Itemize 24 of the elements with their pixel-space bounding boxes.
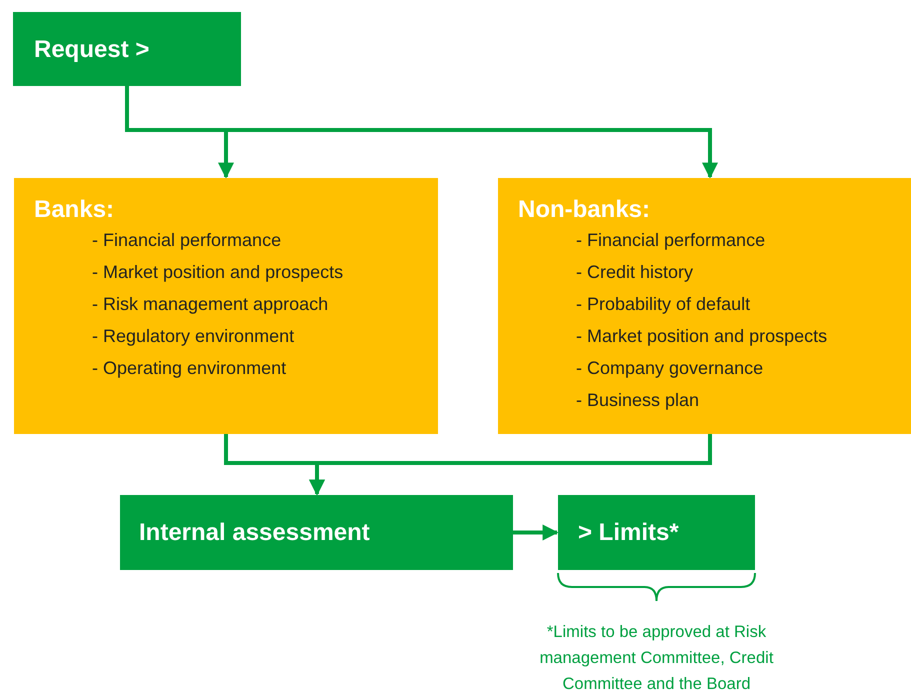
- arrow: [513, 524, 559, 540]
- process-box: [558, 495, 755, 570]
- box-heading: Internal assessment: [139, 519, 370, 547]
- list-item: - Company governance: [576, 358, 764, 379]
- list-item: - Financial performance: [576, 230, 766, 251]
- category-box: [498, 178, 911, 434]
- list-item: - Business plan: [576, 390, 700, 411]
- list-item: - Risk management approach: [92, 294, 328, 315]
- arrow: [309, 434, 712, 496]
- footnote: *Limits to be approved at Risk management Committee, Credit Committee and the Board: [538, 622, 774, 690]
- list-item: - Operating environment: [92, 358, 286, 379]
- box-heading: > Limits*: [578, 519, 679, 547]
- box-heading: Request >: [34, 36, 150, 64]
- process-box: [120, 495, 513, 570]
- list-item: - Market position and prospects: [92, 262, 344, 283]
- list-item: - Regulatory environment: [92, 326, 294, 347]
- list-item: - Credit history: [576, 262, 694, 283]
- category-box: [14, 178, 438, 434]
- box-heading: Non-banks:: [518, 196, 650, 224]
- box-heading: Banks:: [34, 196, 114, 224]
- list-item: - Financial performance: [92, 230, 282, 251]
- list-item: - Probability of default: [576, 294, 750, 315]
- list-item: - Market position and prospects: [576, 326, 828, 347]
- process-box: [13, 12, 241, 86]
